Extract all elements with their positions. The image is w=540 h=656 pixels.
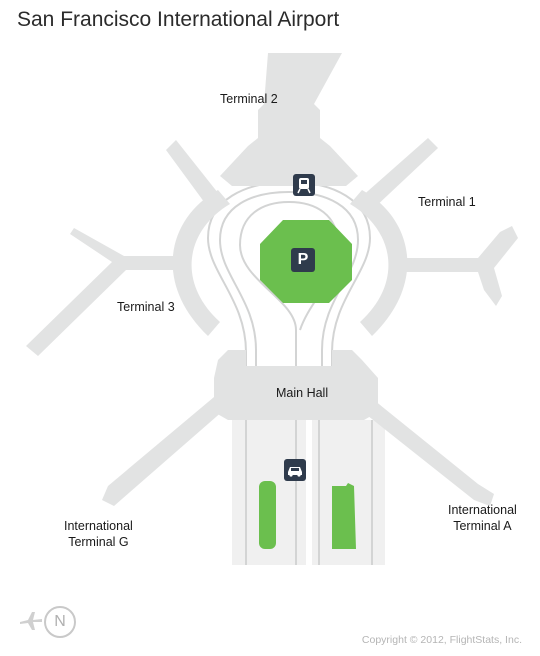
terminal-1-arm <box>400 226 518 306</box>
terminal-3-concourse <box>172 190 230 336</box>
intl-terminal-g <box>102 392 224 506</box>
label-intl-g-line2: Terminal G <box>68 535 129 549</box>
car-icon <box>284 459 306 481</box>
label-terminal-1: Terminal 1 <box>418 195 476 209</box>
intl-terminal-a <box>358 392 494 506</box>
main-hall-building <box>214 350 378 420</box>
label-terminal-2: Terminal 2 <box>220 92 278 106</box>
train-icon <box>293 174 315 196</box>
parking-symbol: P <box>297 251 309 268</box>
parking-lot-right <box>332 483 356 549</box>
label-intl-a-line1: International <box>448 503 517 517</box>
terminal-3-pier <box>166 140 222 210</box>
airplane-icon <box>20 612 42 630</box>
terminal-2-building <box>220 53 358 186</box>
terminal-1-pier <box>360 138 438 210</box>
label-intl-terminal-g: International Terminal G <box>64 518 133 550</box>
label-terminal-3: Terminal 3 <box>117 300 175 314</box>
parking-lot-left <box>259 481 276 549</box>
label-intl-terminal-a: International Terminal A <box>448 502 517 534</box>
label-main-hall: Main Hall <box>276 386 329 400</box>
label-intl-a-line2: Terminal A <box>453 519 512 533</box>
north-compass: N <box>18 604 78 644</box>
parking-icon: P <box>291 248 315 272</box>
approach-roads <box>232 420 385 565</box>
copyright-notice: Copyright © 2012, FlightStats, Inc. <box>361 634 522 646</box>
terminal-1-concourse <box>350 190 408 336</box>
page-title: San Francisco International Airport <box>17 8 340 31</box>
label-intl-g-line1: International <box>64 519 133 533</box>
north-compass-icon: N <box>44 606 76 638</box>
terminals <box>26 53 518 506</box>
terminal-3-arm <box>26 228 186 356</box>
